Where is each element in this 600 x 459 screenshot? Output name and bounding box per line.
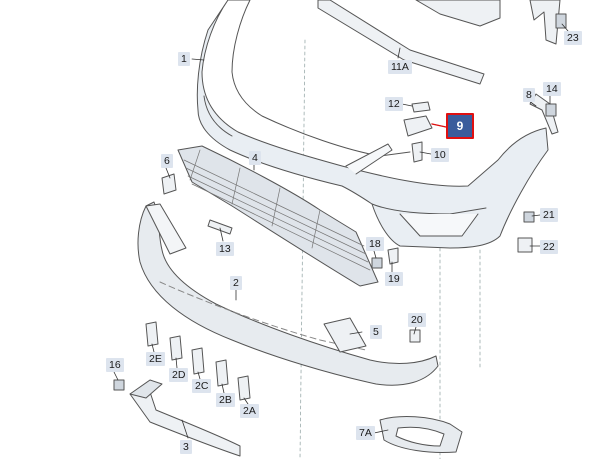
label-part-12[interactable]: 12 <box>385 97 403 111</box>
fog-bezel-7a <box>379 416 463 453</box>
label-part-9-highlighted[interactable]: 9 <box>446 113 474 139</box>
lower-spoiler <box>137 201 439 386</box>
label-part-14[interactable]: 14 <box>543 82 561 96</box>
label-part-3[interactable]: 3 <box>180 440 192 454</box>
label-part-19[interactable]: 19 <box>385 272 403 286</box>
label-part-2e[interactable]: 2E <box>146 352 165 366</box>
label-part-11a[interactable]: 11A <box>388 60 412 74</box>
label-part-21[interactable]: 21 <box>540 208 558 222</box>
label-part-8[interactable]: 8 <box>523 88 535 102</box>
bracket-top-right <box>415 0 567 45</box>
grille <box>177 145 379 287</box>
label-part-2[interactable]: 2 <box>230 276 242 290</box>
label-part-5[interactable]: 5 <box>370 325 382 339</box>
bumper-cover <box>196 0 549 249</box>
label-part-16[interactable]: 16 <box>106 358 124 372</box>
label-part-4[interactable]: 4 <box>249 151 261 165</box>
lower-trim-3 <box>129 379 241 457</box>
label-part-13[interactable]: 13 <box>216 242 234 256</box>
label-part-18[interactable]: 18 <box>366 237 384 251</box>
label-part-2d[interactable]: 2D <box>169 368 189 382</box>
label-part-7a[interactable]: 7A <box>356 426 375 440</box>
leader-part-9 <box>431 123 447 128</box>
trim-strip-11a <box>317 0 485 85</box>
label-part-10[interactable]: 10 <box>431 148 449 162</box>
label-part-2c[interactable]: 2C <box>192 379 212 393</box>
label-part-20[interactable]: 20 <box>408 313 426 327</box>
label-part-23[interactable]: 23 <box>564 31 582 45</box>
label-part-6[interactable]: 6 <box>161 154 173 168</box>
label-part-22[interactable]: 22 <box>540 240 558 254</box>
label-part-2b[interactable]: 2B <box>216 393 235 407</box>
dashed-guides <box>299 39 481 459</box>
label-part-1[interactable]: 1 <box>178 52 190 66</box>
small-parts <box>113 93 559 401</box>
label-part-2a[interactable]: 2A <box>240 404 259 418</box>
